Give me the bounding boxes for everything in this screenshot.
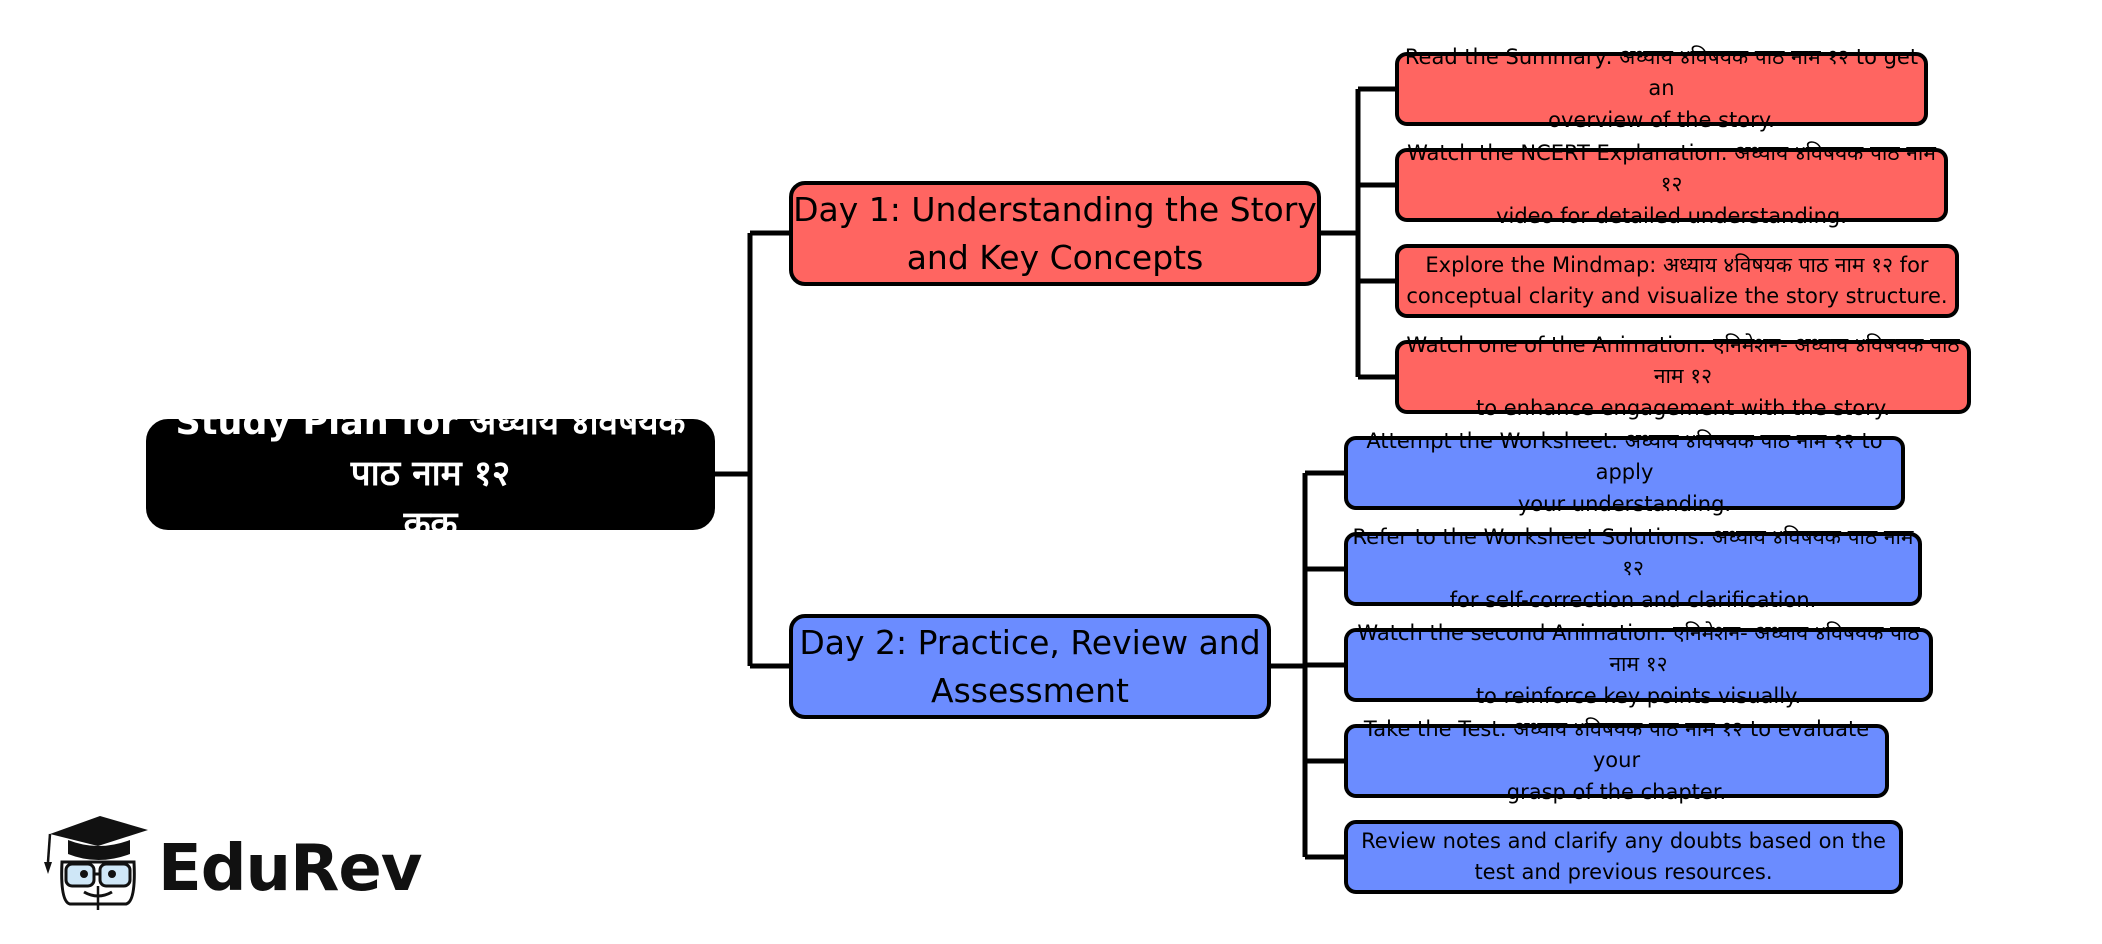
graduation-cap-owl-icon xyxy=(44,816,148,910)
day-1-node: Day 1: Understanding the Story and Key C… xyxy=(789,181,1321,286)
day-1-item: Explore the Mindmap: अध्याय ४विषयक पाठ न… xyxy=(1395,244,1959,318)
day-2-item: Attempt the Worksheet: अध्याय ४विषयक पाठ… xyxy=(1344,429,1905,516)
day-1-item: Read the Summary: अध्याय ४विषयक पाठ नाम … xyxy=(1395,45,1928,132)
day-2-node: Day 2: Practice, Review and Assessment xyxy=(789,614,1271,719)
day-2-item: Review notes and clarify any doubts base… xyxy=(1344,820,1903,894)
day-2-item: Watch the second Animation: एनिमेशन- अध्… xyxy=(1344,621,1933,708)
root-node: Study Plan for अध्याय ४विषयक पाठ नाम १२ … xyxy=(146,403,715,545)
day-2-item: Refer to the Worksheet Solutions: अध्याय… xyxy=(1344,525,1922,612)
edurev-logo-text: EduRev xyxy=(158,832,422,906)
day-1-item: Watch one of the Animation: एनिमेशन- अध्… xyxy=(1395,333,1971,420)
day-1-item: Watch the NCERT Explanation: अध्याय ४विष… xyxy=(1395,141,1948,228)
day-2-item: Take the Test: अध्याय ४विषयक पाठ नाम १२ … xyxy=(1344,717,1889,804)
